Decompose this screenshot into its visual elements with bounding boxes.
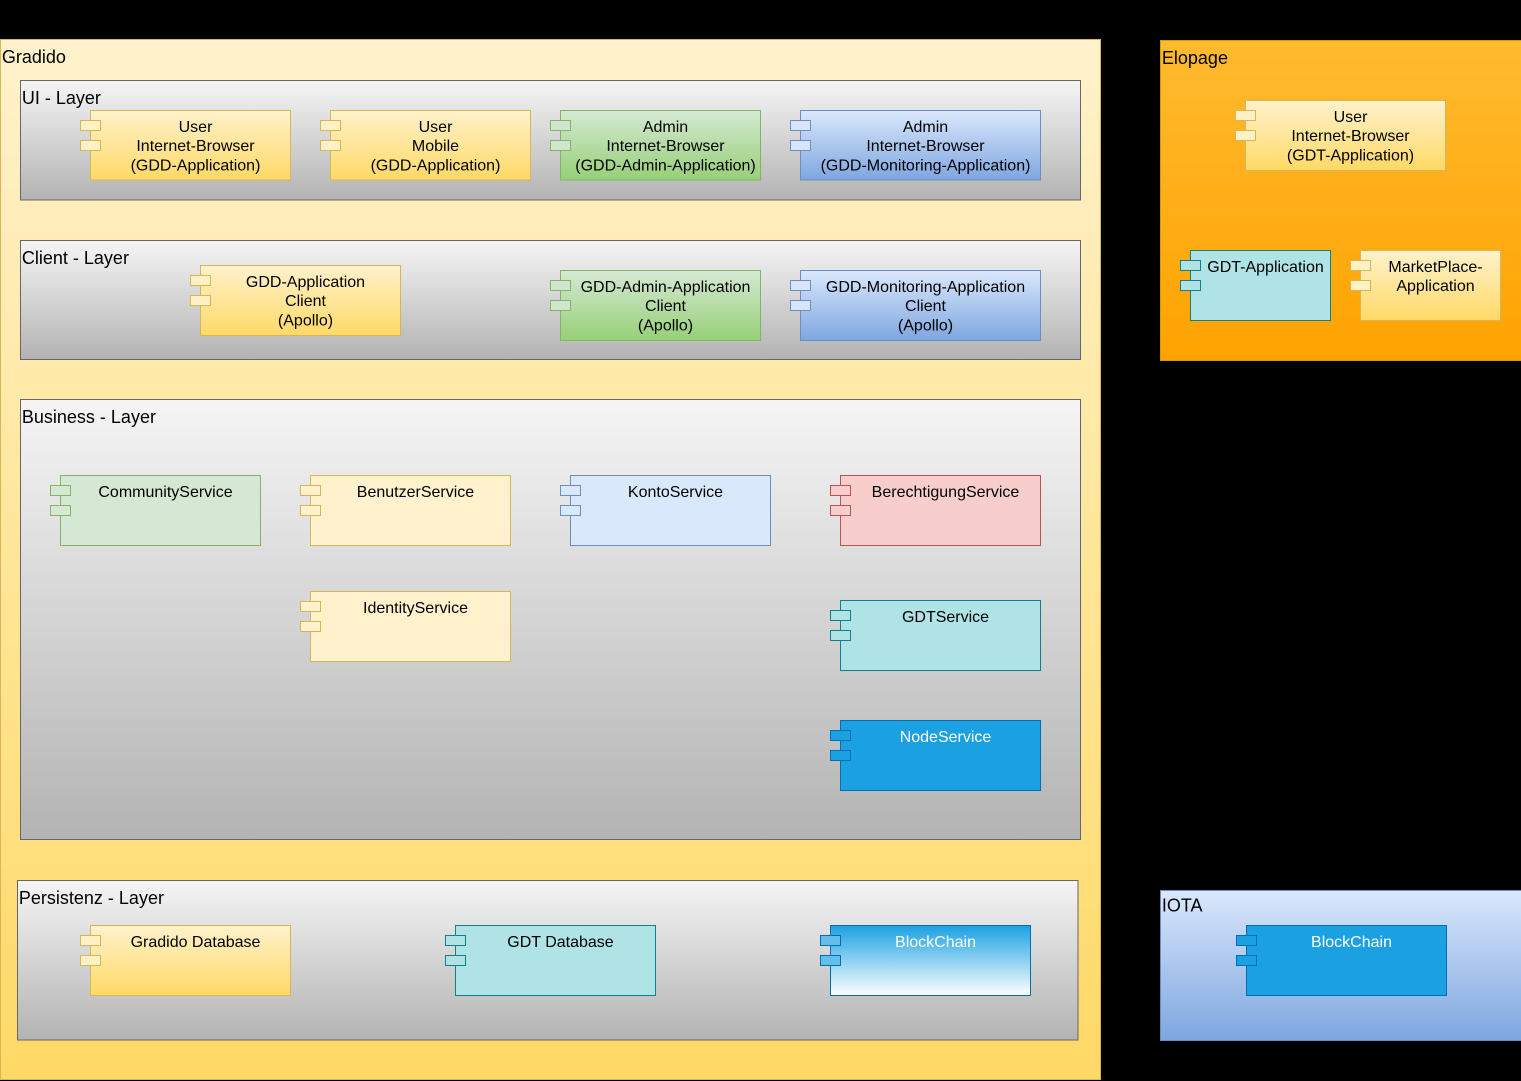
svg-text:GDD-Monitoring-Application: GDD-Monitoring-Application — [826, 279, 1025, 296]
svg-text:(Apollo): (Apollo) — [638, 317, 693, 334]
svg-text:(Apollo): (Apollo) — [898, 317, 953, 334]
svg-text:MarketPlace-: MarketPlace- — [1388, 259, 1482, 276]
svg-text:KontoService: KontoService — [628, 484, 723, 501]
svg-text:GDD-Application: GDD-Application — [246, 274, 365, 291]
svg-text:Gradido: Gradido — [2, 47, 66, 67]
svg-text:Persistenz - Layer: Persistenz - Layer — [19, 888, 164, 908]
svg-text:Mobile: Mobile — [412, 138, 459, 155]
svg-text:GDT-Application: GDT-Application — [1207, 259, 1324, 276]
svg-text:(Apollo): (Apollo) — [278, 312, 333, 329]
svg-text:Client: Client — [905, 298, 946, 315]
svg-text:(GDD-Admin-Application): (GDD-Admin-Application) — [575, 157, 756, 174]
svg-text:(GDD-Monitoring-Application): (GDD-Monitoring-Application) — [821, 157, 1031, 174]
svg-text:User: User — [419, 119, 453, 136]
svg-text:Internet-Browser: Internet-Browser — [1291, 128, 1410, 145]
svg-text:(GDT-Application): (GDT-Application) — [1287, 147, 1414, 164]
svg-text:BlockChain: BlockChain — [895, 934, 976, 951]
svg-text:BerechtigungService: BerechtigungService — [872, 484, 1020, 501]
svg-text:NodeService: NodeService — [900, 729, 992, 746]
svg-text:Business - Layer: Business - Layer — [22, 407, 156, 427]
svg-text:Client: Client — [285, 293, 326, 310]
svg-text:Elopage: Elopage — [1162, 48, 1228, 68]
svg-text:Admin: Admin — [903, 119, 948, 136]
svg-text:User: User — [179, 119, 213, 136]
svg-text:Internet-Browser: Internet-Browser — [136, 138, 255, 155]
svg-text:IdentityService: IdentityService — [363, 600, 468, 617]
svg-text:(GDD-Application): (GDD-Application) — [131, 157, 261, 174]
svg-text:Internet-Browser: Internet-Browser — [866, 138, 985, 155]
svg-text:CommunityService: CommunityService — [98, 484, 232, 501]
svg-text:BenutzerService: BenutzerService — [357, 484, 474, 501]
svg-text:Client: Client — [645, 298, 686, 315]
svg-text:Internet-Browser: Internet-Browser — [606, 138, 725, 155]
svg-text:User: User — [1334, 109, 1368, 126]
svg-text:Admin: Admin — [643, 119, 688, 136]
svg-text:UI - Layer: UI - Layer — [22, 88, 101, 108]
svg-text:GDD-Admin-Application: GDD-Admin-Application — [581, 279, 751, 296]
svg-text:IOTA: IOTA — [1162, 896, 1203, 916]
svg-text:Application: Application — [1396, 278, 1474, 295]
svg-text:(GDD-Application): (GDD-Application) — [371, 157, 501, 174]
svg-text:BlockChain: BlockChain — [1311, 934, 1392, 951]
svg-text:GDTService: GDTService — [902, 609, 989, 626]
svg-text:GDT Database: GDT Database — [507, 934, 614, 951]
svg-text:Gradido Database: Gradido Database — [131, 934, 261, 951]
svg-text:Client - Layer: Client - Layer — [22, 248, 129, 268]
